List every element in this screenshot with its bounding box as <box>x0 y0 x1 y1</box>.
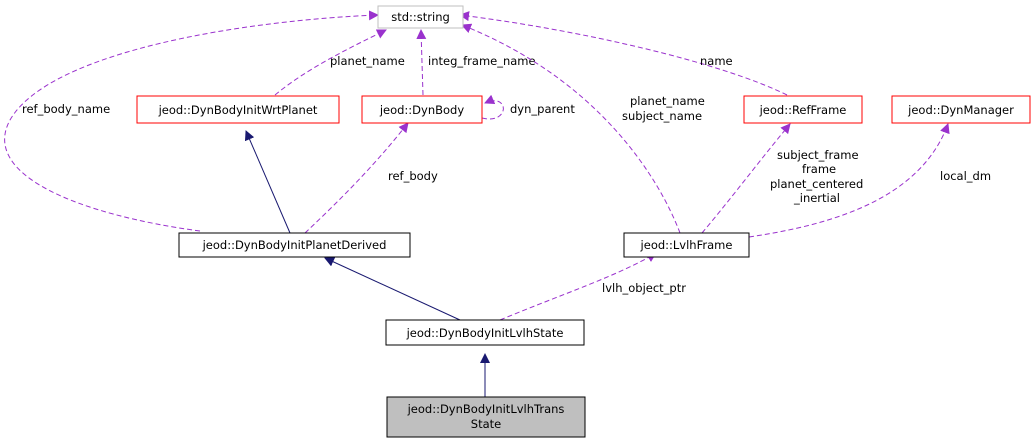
edge-label-ref-body: ref_body <box>388 169 438 183</box>
edge-label-frame: frame <box>802 162 836 176</box>
edge-lvlh-object-ptr: lvlh_object_ptr <box>499 252 686 321</box>
edge-planet-subject-name: planet_name subject_name <box>461 23 705 234</box>
node-dyn-body-init-planet-derived[interactable]: jeod::DynBodyInitPlanetDerived <box>178 232 411 258</box>
edge-label-planet-name: planet_name <box>630 94 705 108</box>
svg-text:jeod::RefFrame: jeod::RefFrame <box>759 103 847 117</box>
node-dyn-manager[interactable]: jeod::DynManager <box>891 95 1031 124</box>
edge-ref-body-name: ref_body_name <box>4 10 379 232</box>
edge-name: name <box>459 11 788 96</box>
node-dyn-body-init-wrt-planet[interactable]: jeod::DynBodyInitWrtPlanet <box>136 95 340 124</box>
edge-local-dm: local_dm <box>748 123 991 238</box>
edge-label-dyn-parent: dyn_parent <box>510 102 575 116</box>
edge-inherit-planet-derived <box>324 257 461 321</box>
svg-text:jeod::LvlhFrame: jeod::LvlhFrame <box>640 238 733 252</box>
edge-integ-frame-name: integ_frame_name <box>416 29 536 96</box>
node-dyn-body-init-lvlh-state[interactable]: jeod::DynBodyInitLvlhState <box>385 319 585 346</box>
svg-text:jeod::DynBodyInitLvlhTrans: jeod::DynBodyInitLvlhTrans <box>407 402 565 416</box>
svg-text:jeod::DynBody: jeod::DynBody <box>379 103 465 117</box>
svg-text:jeod::DynManager: jeod::DynManager <box>907 103 1014 117</box>
edge-frames: subject_frame frame planet_centered _ine… <box>701 123 863 234</box>
edge-ref-body: ref_body <box>304 122 438 234</box>
edge-label-lvlh-object-ptr: lvlh_object_ptr <box>602 281 686 295</box>
edge-dyn-parent: dyn_parent <box>481 94 575 120</box>
node-std-string[interactable]: std::string <box>377 5 464 29</box>
node-lvlh-frame[interactable]: jeod::LvlhFrame <box>623 232 750 258</box>
edge-label-subject-frame: subject_frame <box>777 148 859 162</box>
svg-text:jeod::DynBodyInitWrtPlanet: jeod::DynBodyInitWrtPlanet <box>158 103 318 117</box>
node-ref-frame[interactable]: jeod::RefFrame <box>743 95 863 124</box>
svg-text:jeod::DynBodyInitPlanetDerived: jeod::DynBodyInitPlanetDerived <box>202 238 387 252</box>
edge-label-ref-body-name: ref_body_name <box>22 102 110 116</box>
edge-label-planet-centered: planet_centered <box>770 177 863 191</box>
edge-planet-name-wrt: planet_name <box>274 29 405 96</box>
svg-text:State: State <box>471 417 501 431</box>
edge-label-integ-frame-name: integ_frame_name <box>428 54 536 68</box>
node-dyn-body[interactable]: jeod::DynBody <box>361 95 483 124</box>
edge-label-planet-name-wrt: planet_name <box>330 54 405 68</box>
edge-label-local-dm: local_dm <box>940 169 991 183</box>
edge-label-name: name <box>700 54 733 68</box>
edge-label-subject-name: subject_name <box>622 109 702 123</box>
node-dyn-body-init-lvlh-trans-state[interactable]: jeod::DynBodyInitLvlhTrans State <box>386 396 586 438</box>
svg-text:jeod::DynBodyInitLvlhState: jeod::DynBodyInitLvlhState <box>406 326 564 340</box>
edge-label-inertial: _inertial <box>793 191 840 205</box>
svg-text:std::string: std::string <box>391 10 450 24</box>
edge-inherit-wrt-planet <box>244 130 291 234</box>
